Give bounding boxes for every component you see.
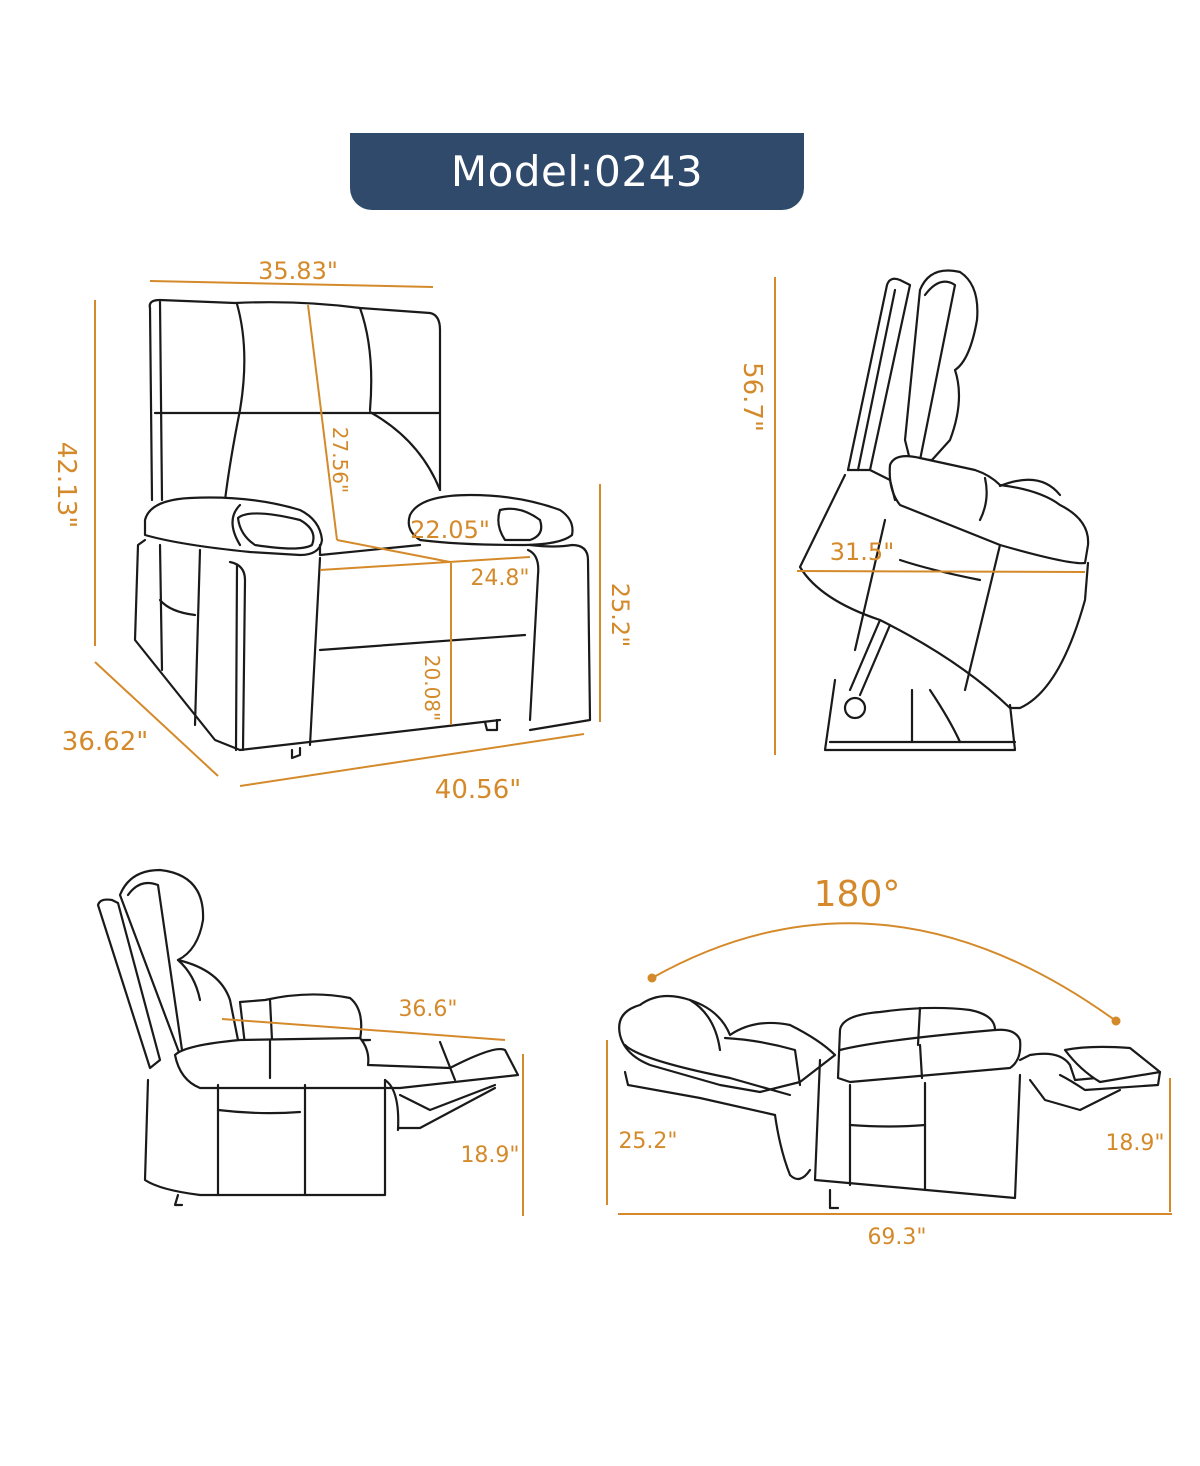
dim-back-height: 27.56" (328, 427, 352, 493)
dim-lift-height: 56.7" (737, 362, 767, 432)
lift-view-dimensions: 56.7" 31.5" (737, 277, 1086, 755)
dim-top-width: 35.83" (258, 257, 338, 285)
dim-width: 40.56" (435, 775, 521, 805)
dim-angle: 180° (814, 874, 901, 915)
dim-seat-depth: 24.8" (470, 566, 529, 591)
front-view-chair (133, 298, 592, 760)
dim-foot-height: 18.9" (1105, 1131, 1164, 1156)
model-badge: Model:0243 (350, 133, 804, 210)
dim-seat-width: 22.05" (410, 516, 490, 544)
dim-footrest-height: 18.9" (460, 1143, 519, 1168)
dim-overall-height: 42.13" (51, 442, 81, 528)
flat-view-chair (618, 994, 1162, 1210)
dim-head-height: 25.2" (618, 1129, 677, 1154)
dim-reclined-length: 36.6" (398, 997, 457, 1022)
dim-lift-depth: 31.5" (830, 538, 894, 566)
recline-view-chair (96, 868, 520, 1207)
front-view-dimensions: 35.83" 42.13" 27.56" 22.05" 24.8" 25.2" … (51, 257, 634, 805)
dim-total-length: 69.3" (867, 1225, 926, 1250)
model-label: Model:0243 (450, 147, 704, 196)
dim-depth: 36.62" (62, 727, 148, 757)
dim-seat-height: 20.08" (420, 655, 444, 721)
lift-view-chair (798, 269, 1090, 752)
flat-view-dimensions: 180° 25.2" 18.9" 69.3" (606, 874, 1172, 1250)
dim-arm-height: 25.2" (606, 583, 634, 647)
recline-view-dimensions: 36.6" 18.9" (221, 997, 524, 1216)
